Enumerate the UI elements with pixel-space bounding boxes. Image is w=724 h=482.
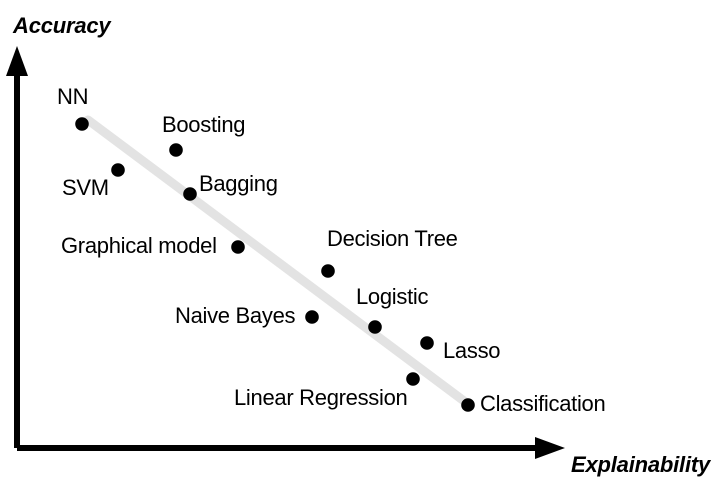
data-point[interactable] xyxy=(111,163,125,177)
data-point-label: Logistic xyxy=(356,284,429,309)
data-point-label: Lasso xyxy=(443,338,501,363)
x-axis-arrowhead xyxy=(535,437,565,459)
data-point-label: Decision Tree xyxy=(327,226,458,251)
data-point[interactable] xyxy=(420,336,434,350)
data-point-label: Classification xyxy=(480,391,606,416)
data-point-label: Linear Regression xyxy=(234,385,408,410)
data-point[interactable] xyxy=(368,320,382,334)
x-axis-title: Explainability xyxy=(571,452,711,477)
data-point[interactable] xyxy=(231,240,245,254)
data-point[interactable] xyxy=(461,398,475,412)
data-point[interactable] xyxy=(183,187,197,201)
data-point[interactable] xyxy=(406,372,420,386)
data-point[interactable] xyxy=(305,310,319,324)
data-point[interactable] xyxy=(321,264,335,278)
data-point-label: SVM xyxy=(62,175,109,200)
data-point[interactable] xyxy=(75,117,89,131)
data-point-label: Boosting xyxy=(162,112,246,137)
y-axis-title: Accuracy xyxy=(13,13,111,38)
data-point-label: Naive Bayes xyxy=(175,303,296,328)
data-point-label: Graphical model xyxy=(61,233,217,258)
data-point-label: NN xyxy=(57,84,89,109)
data-point[interactable] xyxy=(169,143,183,157)
y-axis-arrowhead xyxy=(6,46,28,76)
data-point-label: Bagging xyxy=(199,171,278,196)
trend-line xyxy=(83,115,473,409)
